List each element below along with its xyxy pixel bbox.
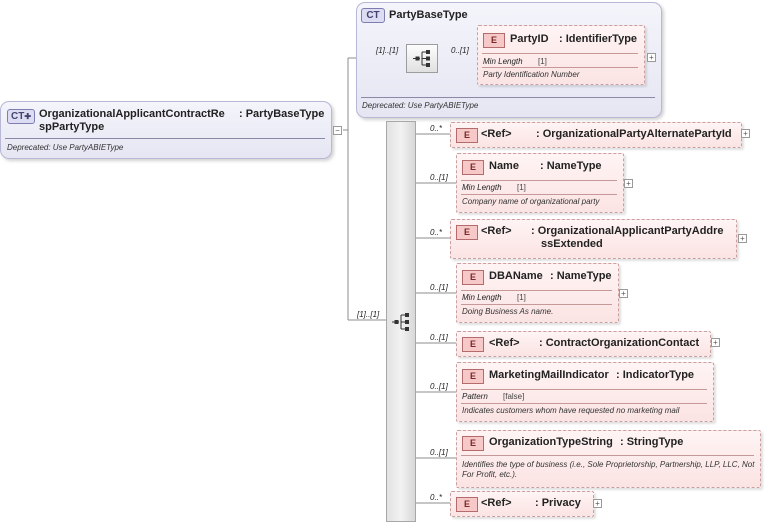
divider <box>461 194 617 195</box>
element-type: : NameType <box>550 270 612 282</box>
divider <box>361 97 655 98</box>
root-complex-type[interactable]: CT✚ OrganizationalApplicantContractRe sp… <box>0 101 332 159</box>
element-documentation: Doing Business As name. <box>462 307 554 316</box>
expand-icon[interactable]: + <box>624 179 633 188</box>
element-cardinality: 0..* <box>430 493 443 502</box>
element-cardinality: 0..[1] <box>430 173 448 182</box>
expand-icon[interactable]: + <box>593 499 602 508</box>
element-name: <Ref> <box>481 128 512 140</box>
party-id-element[interactable]: E PartyID : IdentifierType Min Length [1… <box>477 25 645 85</box>
expand-icon[interactable]: + <box>711 338 720 347</box>
element-type: : NameType <box>540 160 602 172</box>
element-type: : StringType <box>620 436 684 448</box>
element-cardinality: 0..[1] <box>430 333 448 342</box>
element-badge-icon: E <box>462 369 484 384</box>
element-badge-icon: E <box>462 337 484 352</box>
divider <box>5 138 325 139</box>
element-cardinality: 0..[1] <box>430 382 448 391</box>
element-name: <Ref> <box>481 225 512 237</box>
element-ref-address-extended[interactable]: E <Ref> : OrganizationalApplicantPartyAd… <box>450 219 737 259</box>
element-badge-icon: E <box>456 128 478 143</box>
divider <box>461 389 707 390</box>
element-documentation: Identifies the type of business (i.e., S… <box>462 460 755 479</box>
element-badge-icon: E <box>456 497 478 512</box>
element-cardinality: 0..[1] <box>430 283 448 292</box>
element-type: : IdentifierType <box>559 33 638 45</box>
element-type: : IndicatorType <box>616 369 695 381</box>
sequence-icon <box>392 313 409 331</box>
element-ref-contract-contact[interactable]: E <Ref> : ContractOrganizationContact <box>456 331 711 357</box>
complex-type-badge-icon: CT✚ <box>7 109 35 124</box>
element-type: : Privacy <box>535 497 581 509</box>
element-name: <Ref> <box>489 337 520 349</box>
element-name: DBAName <box>489 270 543 282</box>
divider <box>461 290 612 291</box>
expand-icon[interactable]: + <box>647 53 656 62</box>
facet-label: Min Length <box>483 57 523 66</box>
main-sequence-compositor[interactable] <box>386 121 416 522</box>
divider <box>461 403 707 404</box>
divider <box>461 304 612 305</box>
element-badge-icon: E <box>456 225 478 240</box>
facet-label: Min Length <box>462 183 502 192</box>
sequence-compositor-icon[interactable] <box>406 44 438 73</box>
element-cardinality: 0..* <box>430 228 443 237</box>
element-badge-icon: E <box>462 270 484 285</box>
party-id-cardinality: 0..[1] <box>451 46 469 55</box>
facet-value: [false] <box>503 392 525 401</box>
divider <box>461 180 617 181</box>
base-type-deprecation-note: Deprecated: Use PartyABIEType <box>362 101 479 110</box>
sequence-icon <box>413 50 430 67</box>
root-deprecation-note: Deprecated: Use PartyABIEType <box>7 143 124 152</box>
element-name: PartyID <box>510 33 549 45</box>
element-type: : ContractOrganizationContact <box>539 337 700 349</box>
element-marketing-mail-indicator[interactable]: E MarketingMailIndicator : IndicatorType… <box>456 362 714 422</box>
element-name: <Ref> <box>481 497 512 509</box>
element-type-line1: : OrganizationalApplicantPartyAddre <box>531 225 724 237</box>
element-cardinality: 0..[1] <box>430 448 448 457</box>
complex-type-badge-icon: CT <box>361 8 385 23</box>
divider <box>482 67 638 68</box>
facet-value: [1] <box>517 293 526 302</box>
element-documentation: Party Identification Number <box>483 70 580 79</box>
element-name: Name <box>489 160 519 172</box>
element-badge-icon: E <box>462 160 484 175</box>
root-type-name-line1: OrganizationalApplicantContractRe <box>39 108 225 120</box>
element-cardinality: 0..* <box>430 124 443 133</box>
element-name: MarketingMailIndicator <box>489 369 609 381</box>
element-type: : OrganizationalPartyAlternatePartyId <box>536 128 732 140</box>
facet-value: [1] <box>517 183 526 192</box>
element-dba-name[interactable]: E DBAName : NameType Min Length [1] Doin… <box>456 263 619 323</box>
element-name: OrganizationTypeString <box>489 436 613 448</box>
element-badge-icon: E <box>483 33 505 48</box>
element-organization-type-string[interactable]: E OrganizationTypeString : StringType Id… <box>456 430 761 488</box>
element-ref-privacy[interactable]: E <Ref> : Privacy <box>450 491 594 517</box>
main-sequence-cardinality: [1]..[1] <box>357 310 380 319</box>
base-type-name: PartyBaseType <box>389 9 468 21</box>
facet-value: [1] <box>538 57 547 66</box>
collapse-toggle-icon[interactable]: − <box>333 126 342 135</box>
element-ref-alternate-party-id[interactable]: E <Ref> : OrganizationalPartyAlternatePa… <box>450 122 742 148</box>
expand-icon[interactable]: + <box>741 129 750 138</box>
element-badge-icon: E <box>462 436 484 451</box>
root-type-name-line2: spPartyType <box>39 121 105 133</box>
facet-label: Min Length <box>462 293 502 302</box>
element-type-line2: ssExtended <box>541 238 603 250</box>
divider <box>461 455 754 456</box>
expand-icon[interactable]: + <box>619 289 628 298</box>
facet-label: Pattern <box>462 392 488 401</box>
element-documentation: Company name of organizational party <box>462 197 600 206</box>
root-base-type: : PartyBaseType <box>239 108 325 120</box>
divider <box>482 53 638 54</box>
element-documentation: Indicates customers whom have requested … <box>462 406 680 415</box>
expand-icon[interactable]: + <box>738 234 747 243</box>
element-name-field[interactable]: E Name : NameType Min Length [1] Company… <box>456 153 624 213</box>
base-sequence-cardinality: [1]..[1] <box>376 46 399 55</box>
